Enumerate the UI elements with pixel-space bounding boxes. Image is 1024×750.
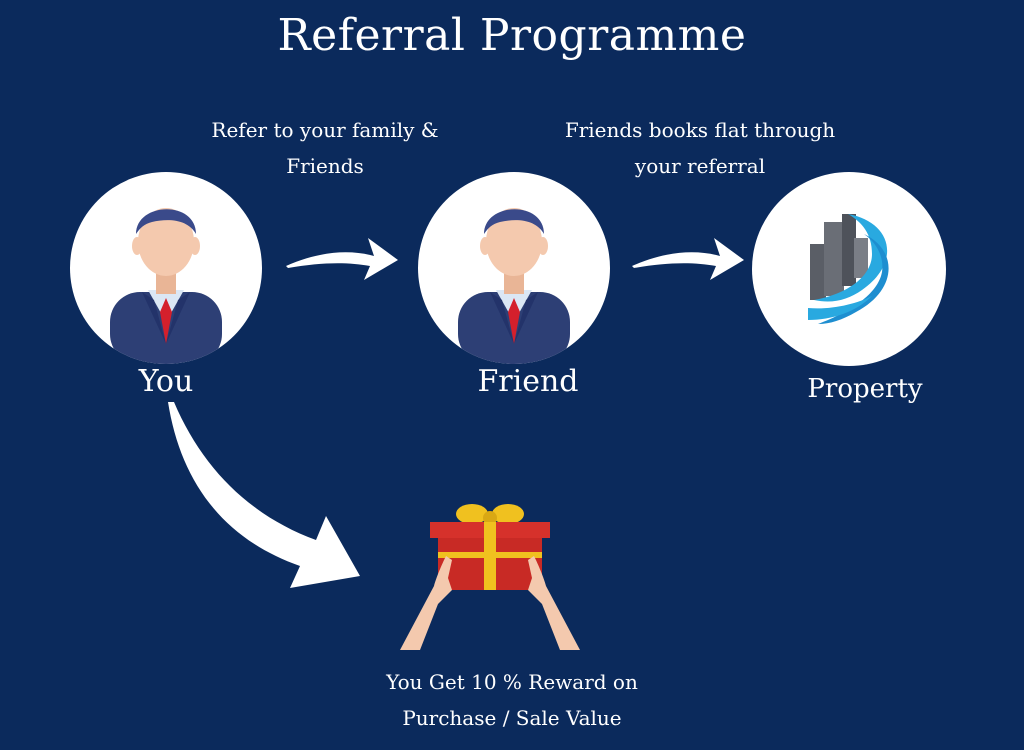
hands-icon	[400, 556, 580, 650]
book-caption: Friends books flat through your referral	[545, 112, 855, 184]
refer-caption-line2: Friends	[286, 154, 364, 178]
you-label: You	[138, 364, 194, 399]
property-logo	[752, 172, 946, 366]
friend-avatar	[418, 172, 610, 364]
arrow-icon	[286, 238, 398, 280]
person-icon	[110, 208, 222, 364]
arrow-icon	[168, 402, 360, 588]
reward-caption-line2: Purchase / Sale Value	[402, 706, 622, 730]
book-caption-line1: Friends books flat through	[564, 118, 836, 142]
building-logo-icon	[808, 214, 889, 324]
arrow-icon	[632, 238, 744, 280]
refer-caption: Refer to your family & Friends	[190, 112, 460, 184]
refer-caption-line1: Refer to your family &	[211, 118, 439, 142]
page-title: Referral Programme	[277, 10, 747, 61]
gift-box-icon	[400, 504, 580, 650]
friend-label: Friend	[477, 364, 579, 399]
reward-caption-line1: You Get 10 % Reward on	[386, 670, 638, 694]
property-label: Property	[807, 374, 923, 404]
book-caption-line2: your referral	[634, 154, 766, 178]
person-icon	[458, 208, 570, 364]
reward-caption: You Get 10 % Reward on Purchase / Sale V…	[312, 664, 712, 736]
you-avatar	[70, 172, 262, 364]
